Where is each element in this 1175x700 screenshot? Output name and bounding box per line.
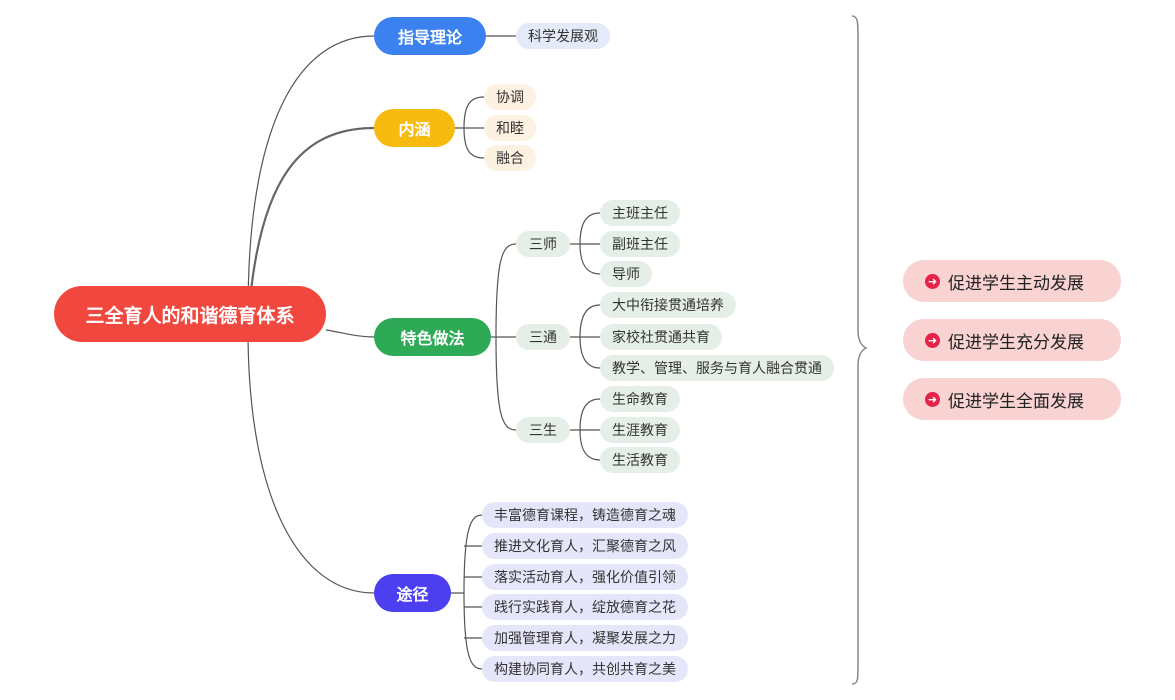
approach-item[interactable]: 丰富德育课程，铸造德育之魂 [482,502,688,528]
outcome-label: 促进学生主动发展 [948,273,1084,294]
link-root-approaches [247,329,375,594]
link-santong-children [570,304,601,369]
santong-child[interactable]: 教学、管理、服务与育人融合贯通 [600,355,834,381]
arrow-right-circle-icon: ➜ [925,391,940,407]
connotation-child[interactable]: 融合 [484,145,536,171]
branch-features[interactable]: 特色做法 [374,318,491,356]
sansheng-child[interactable]: 生命教育 [600,386,680,412]
link-root-theory [247,35,375,313]
approach-item[interactable]: 构建协同育人，共创共育之美 [482,656,688,682]
santong-child[interactable]: 大中衔接贯通培养 [600,292,736,318]
theory-child[interactable]: 科学发展观 [516,23,610,49]
sanshi-child[interactable]: 导师 [600,261,652,287]
approach-item[interactable]: 践行实践育人，绽放德育之花 [482,594,688,620]
link-sanshi-children [570,212,601,275]
sanshi-child[interactable]: 副班主任 [600,231,680,257]
features-group-santong[interactable]: 三通 [516,324,570,350]
outcome-item[interactable]: ➜ 促进学生充分发展 [903,319,1121,361]
arrow-right-circle-icon: ➜ [925,273,940,289]
link-features-groups [491,243,517,431]
link-root-features [325,329,375,338]
link-sansheng-children [570,398,601,461]
connotation-child[interactable]: 协调 [484,84,536,110]
link-root-connotation [248,126,375,301]
link-connotation-children [455,96,485,159]
sansheng-child[interactable]: 生活教育 [600,447,680,473]
link-approaches-children [451,514,483,670]
outcome-label: 促进学生充分发展 [948,332,1084,353]
outcome-label: 促进学生全面发展 [948,391,1084,412]
connotation-child[interactable]: 和睦 [484,115,536,141]
root-node[interactable]: 三全育人的和谐德育体系 [54,286,326,342]
outcome-item[interactable]: ➜ 促进学生全面发展 [903,378,1121,420]
sansheng-child[interactable]: 生涯教育 [600,417,680,443]
features-group-sanshi[interactable]: 三师 [516,231,570,257]
features-group-sansheng[interactable]: 三生 [516,417,570,443]
santong-child[interactable]: 家校社贯通共育 [600,324,722,350]
branch-theory[interactable]: 指导理论 [374,17,486,55]
sanshi-child[interactable]: 主班主任 [600,200,680,226]
branch-approaches[interactable]: 途径 [374,574,451,612]
approach-item[interactable]: 落实活动育人，强化价值引领 [482,564,688,590]
arrow-right-circle-icon: ➜ [925,332,940,348]
outcome-item[interactable]: ➜ 促进学生主动发展 [903,260,1121,302]
approach-item[interactable]: 加强管理育人，凝聚发展之力 [482,625,688,651]
branch-connotation[interactable]: 内涵 [374,109,455,147]
approach-item[interactable]: 推进文化育人，汇聚德育之风 [482,533,688,559]
summary-brace [851,15,868,685]
